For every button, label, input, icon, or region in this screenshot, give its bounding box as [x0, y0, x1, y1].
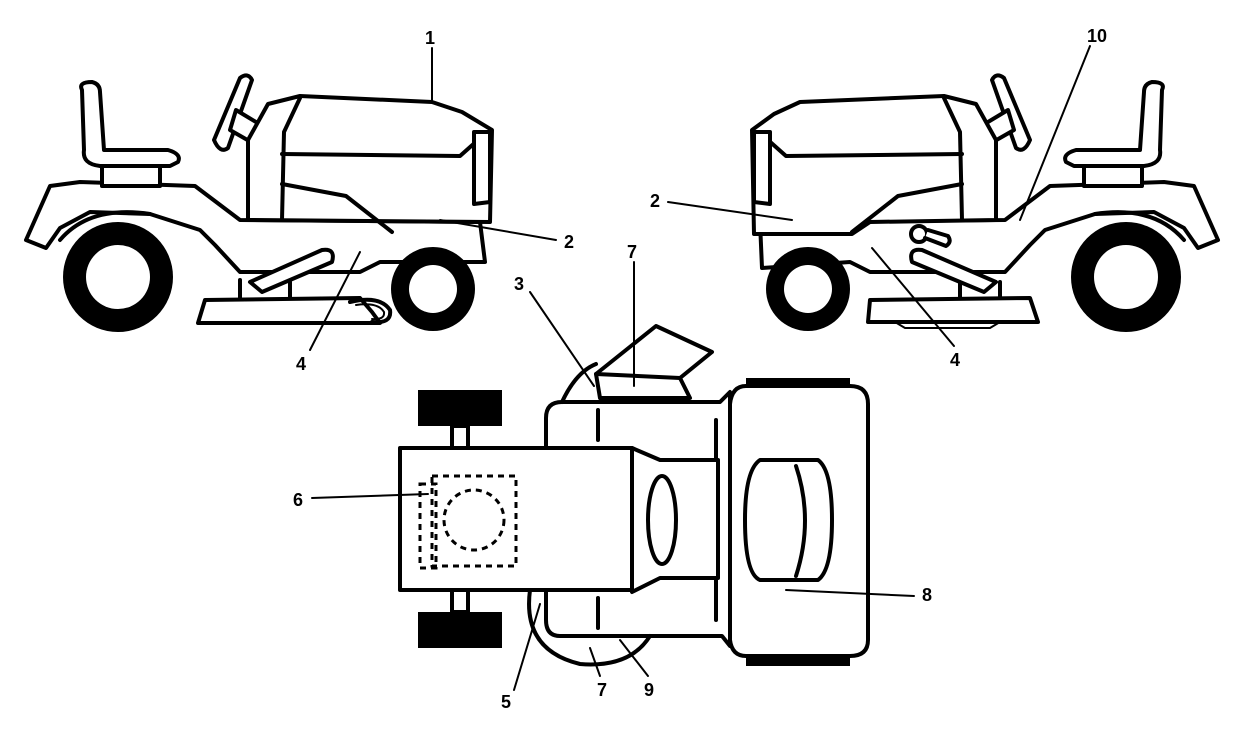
foot-pedal-left	[248, 247, 335, 294]
deck-chute-left	[348, 297, 393, 325]
leader-10	[1019, 45, 1091, 221]
callout-8: 8	[922, 585, 932, 605]
tractor-top-view	[398, 324, 870, 667]
fender-contour-right	[1093, 210, 1186, 242]
grille-right	[752, 130, 772, 206]
lift-lever-right	[923, 228, 952, 248]
rear-tire-top-right	[418, 612, 502, 648]
front-wheel-right	[766, 247, 850, 331]
seat-dashed-outline	[430, 474, 518, 568]
callout-7-top: 7	[627, 242, 637, 262]
leader-4-right	[871, 247, 955, 347]
front-wheel-left	[391, 247, 475, 331]
leader-9	[619, 639, 649, 677]
grille-left	[472, 130, 492, 206]
leader-lines	[309, 45, 1091, 691]
steering-wheel-top	[646, 474, 678, 566]
tractor-side-view-left	[24, 73, 494, 332]
seat-right	[1063, 80, 1165, 168]
steering-wheel-left	[212, 73, 254, 152]
steering-wheel-right	[990, 73, 1032, 152]
seat-left	[79, 80, 181, 168]
callout-7-bottom: 7	[597, 680, 607, 700]
leader-7-bottom	[589, 647, 601, 677]
callout-10: 10	[1087, 26, 1107, 46]
callout-labels: 1 2 4 2 10 4 3 7 6 8 5 7 9	[293, 26, 1107, 712]
hood-dash-edge-left	[280, 96, 302, 222]
rear-axle-top-b	[450, 588, 470, 614]
leader-2-left	[439, 219, 557, 241]
callout-4-left: 4	[296, 354, 306, 374]
mower-deck-right	[866, 296, 1040, 324]
seat-post-left	[100, 164, 162, 188]
hood-right	[750, 94, 998, 236]
battery-dashed-outline	[418, 482, 438, 570]
callout-6: 6	[293, 490, 303, 510]
callout-2-right: 2	[650, 191, 660, 211]
discharge-chute-top	[594, 324, 714, 400]
deck-front-curve-top	[560, 362, 598, 404]
callout-9: 9	[644, 680, 654, 700]
callout-1: 1	[425, 28, 435, 48]
callout-5: 5	[501, 692, 511, 712]
hood-side-right	[850, 182, 964, 234]
hood-grille-top	[743, 458, 834, 582]
foot-pedal-right	[909, 247, 998, 294]
rear-wheel-left	[63, 222, 173, 332]
leader-8	[785, 589, 915, 597]
deck-rear-curve-top	[527, 588, 652, 667]
grille-contour-top	[794, 464, 807, 578]
seat-pivot-dashed	[442, 488, 506, 552]
leader-2-right	[667, 201, 793, 221]
callout-4-right: 4	[950, 350, 960, 370]
rear-tire-top-left	[418, 390, 502, 426]
hood-dash-edge-right	[942, 96, 964, 222]
leader-6	[311, 493, 429, 499]
fender-contour-left	[58, 210, 152, 242]
leader-3	[529, 291, 595, 387]
rear-wheel-right	[1071, 222, 1181, 332]
seat-post-right	[1082, 164, 1144, 188]
leader-5	[513, 603, 541, 691]
callout-2-left: 2	[564, 232, 574, 252]
callout-3: 3	[514, 274, 524, 294]
leader-4-left	[309, 251, 361, 351]
hood-crease-right	[766, 138, 964, 158]
deck-skirt-right	[894, 321, 1001, 329]
chute-hinge-top	[594, 372, 682, 380]
hood-side-left	[280, 182, 394, 234]
tractor-side-view-right	[750, 73, 1220, 332]
rear-axle-top-a	[450, 424, 470, 450]
mower-deck-left	[196, 296, 382, 325]
deck-chute-left-inner	[355, 303, 386, 321]
